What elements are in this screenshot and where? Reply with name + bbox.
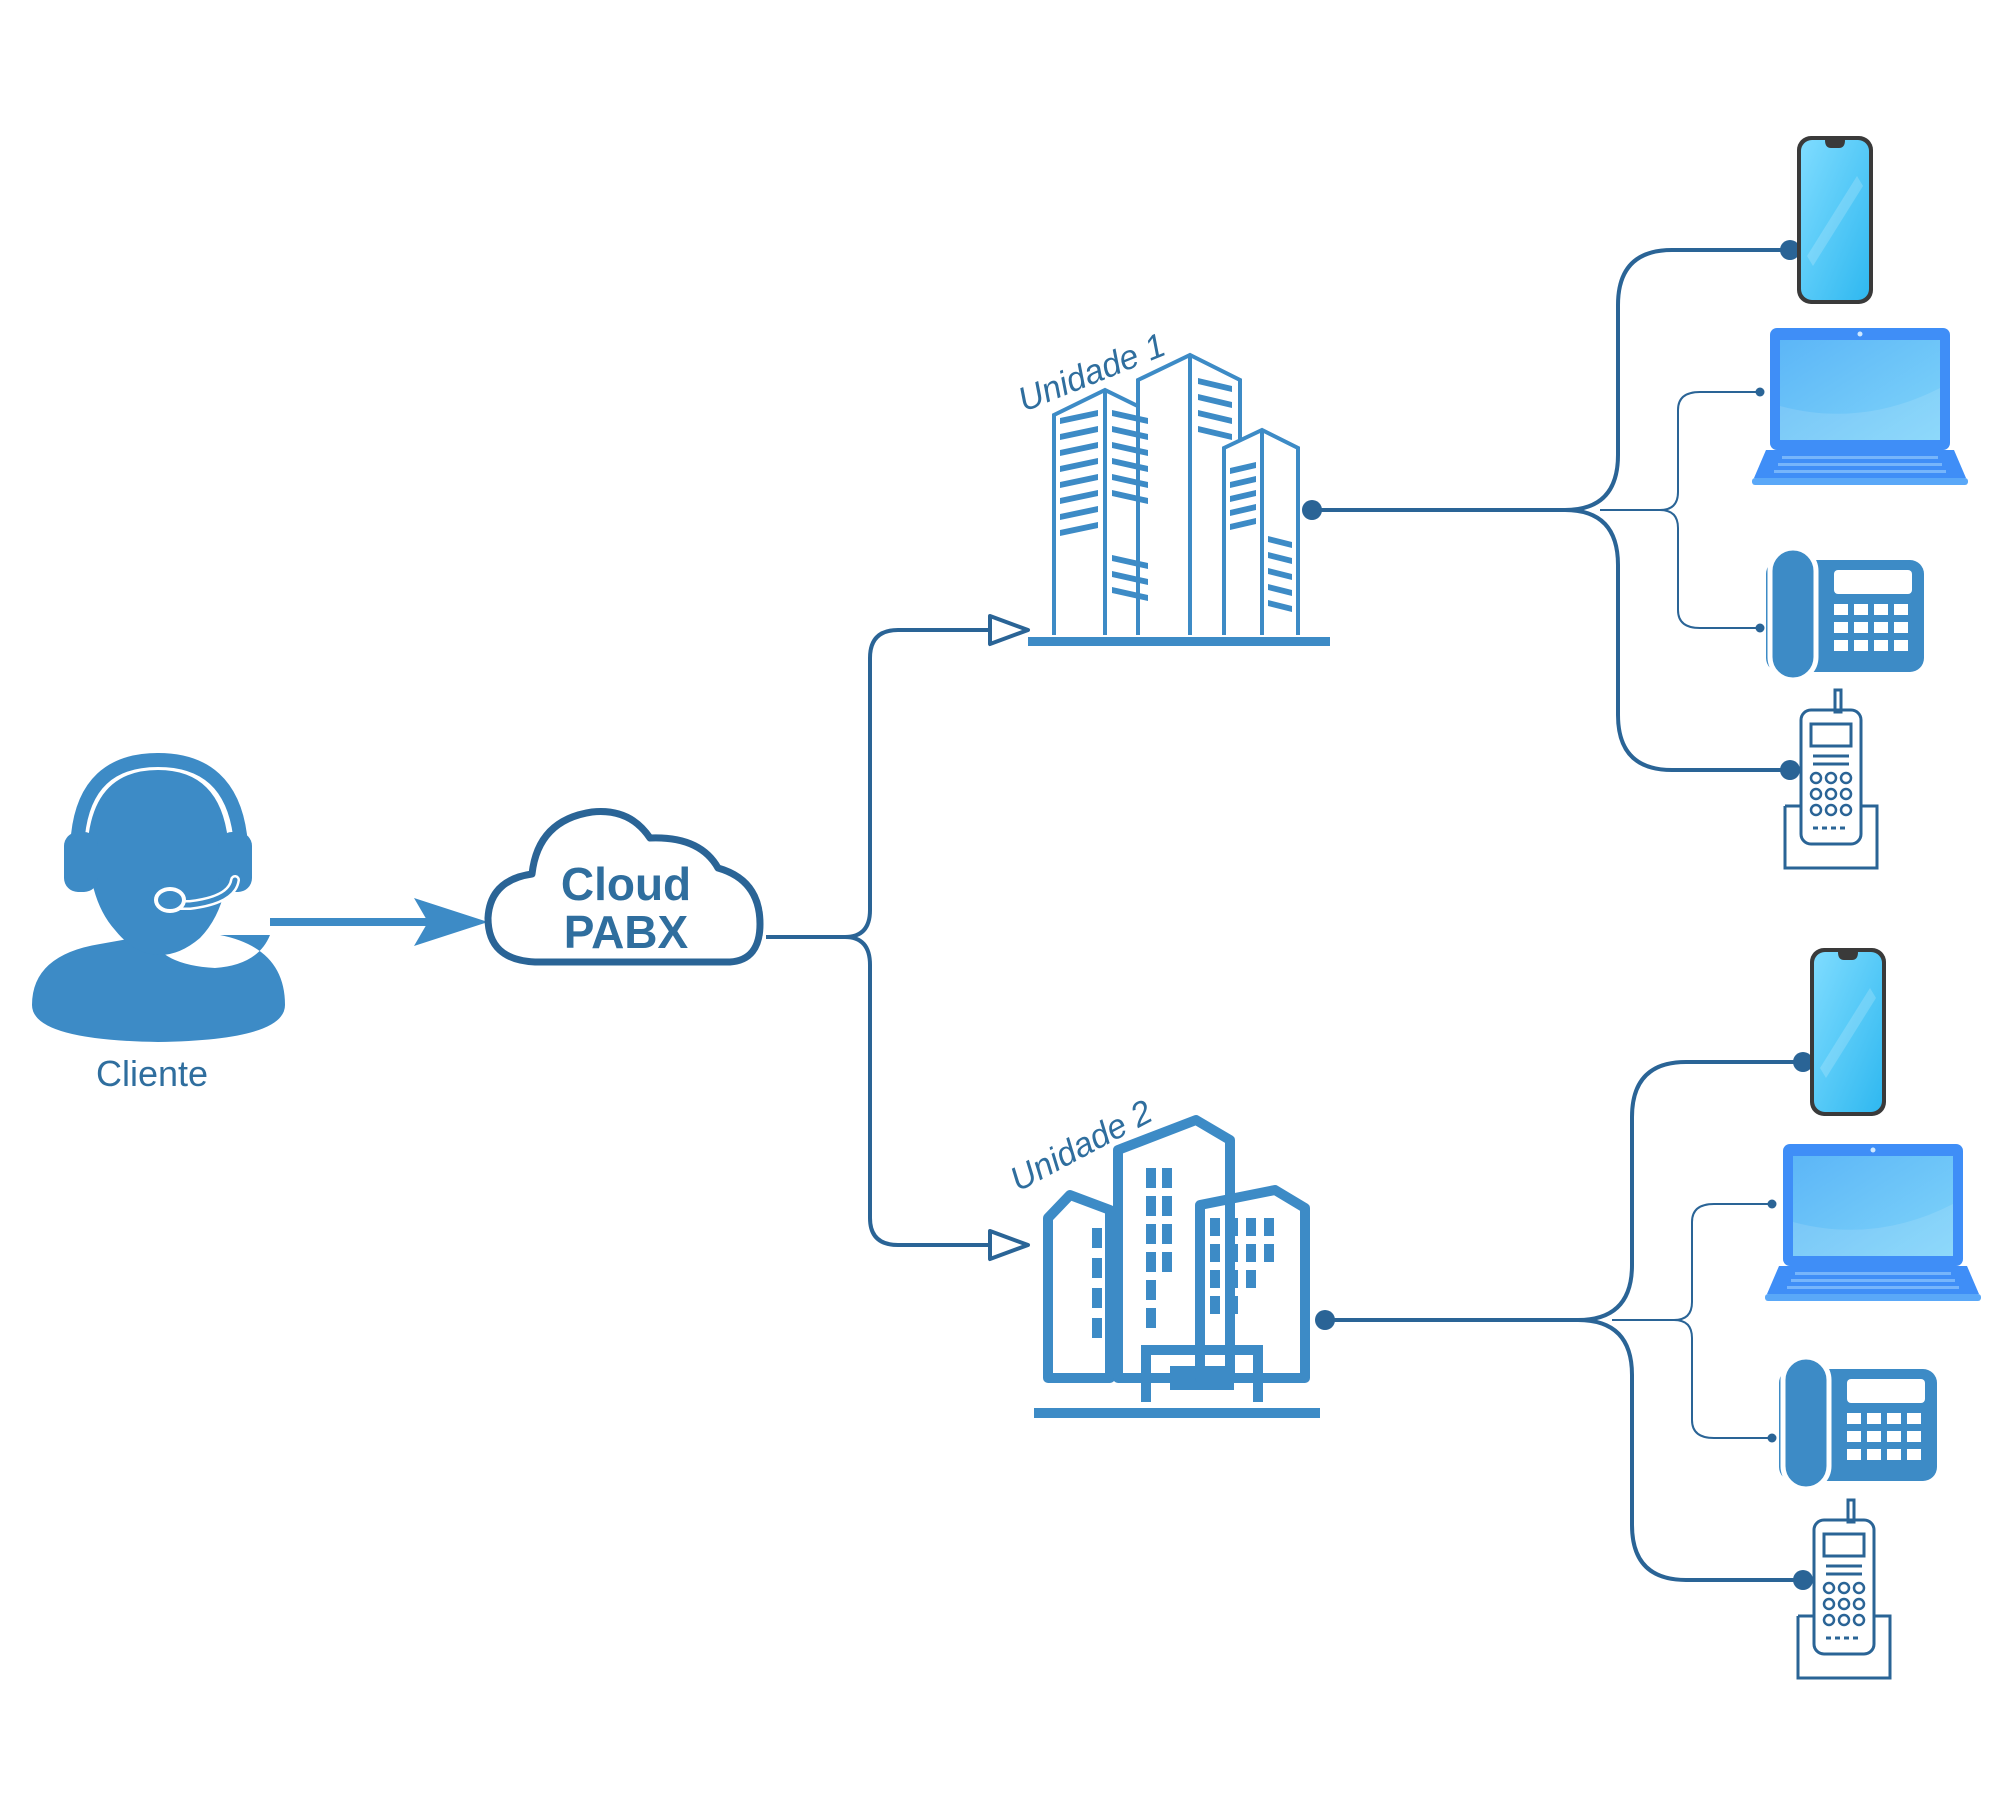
- unit2-building-icon: [1034, 1115, 1320, 1418]
- client-to-cloud-arrow: [270, 898, 488, 946]
- client-person-icon: [32, 753, 285, 1042]
- unit2-cordless-phone-icon: [1796, 1498, 1892, 1680]
- unit1-device-connectors: [1312, 248, 1790, 772]
- unit2-device-connectors: [1325, 1060, 1803, 1582]
- unit2-smartphone-dot: [1793, 1052, 1813, 1072]
- arrowhead-unit1: [988, 614, 1030, 646]
- unit2-port-dot: [1315, 1310, 1335, 1330]
- unit1-building-icon: [1028, 352, 1330, 646]
- unit2-laptop-dot: [1767, 1199, 1777, 1209]
- cloud-label-line2: PABX: [564, 906, 689, 958]
- cloud-pabx-icon: [484, 808, 764, 966]
- unit1-laptop-icon: [1752, 328, 1968, 485]
- cloud-label-line1: Cloud: [561, 858, 691, 910]
- unit2-smartphone-icon: [1810, 948, 1886, 1116]
- unit1-cordless-dot: [1780, 760, 1800, 780]
- unit1-desk-phone-icon: [1766, 548, 1924, 680]
- unit2-deskphone-dot: [1767, 1433, 1777, 1443]
- unit2-cordless-dot: [1793, 1570, 1813, 1590]
- unit2-laptop-icon: [1765, 1144, 1981, 1301]
- unit1-deskphone-dot: [1755, 623, 1765, 633]
- unit2-desk-phone-icon: [1779, 1357, 1937, 1489]
- unit1-cordless-phone-icon: [1783, 688, 1879, 870]
- unit1-smartphone-icon: [1797, 136, 1873, 304]
- unit1-port-dot: [1302, 500, 1322, 520]
- unit1-smartphone-dot: [1780, 240, 1800, 260]
- arrowhead-unit2: [988, 1229, 1030, 1261]
- client-label: Cliente: [96, 1053, 208, 1094]
- cloud-branch-connectors: [766, 628, 990, 1247]
- unit1-laptop-dot: [1755, 387, 1765, 397]
